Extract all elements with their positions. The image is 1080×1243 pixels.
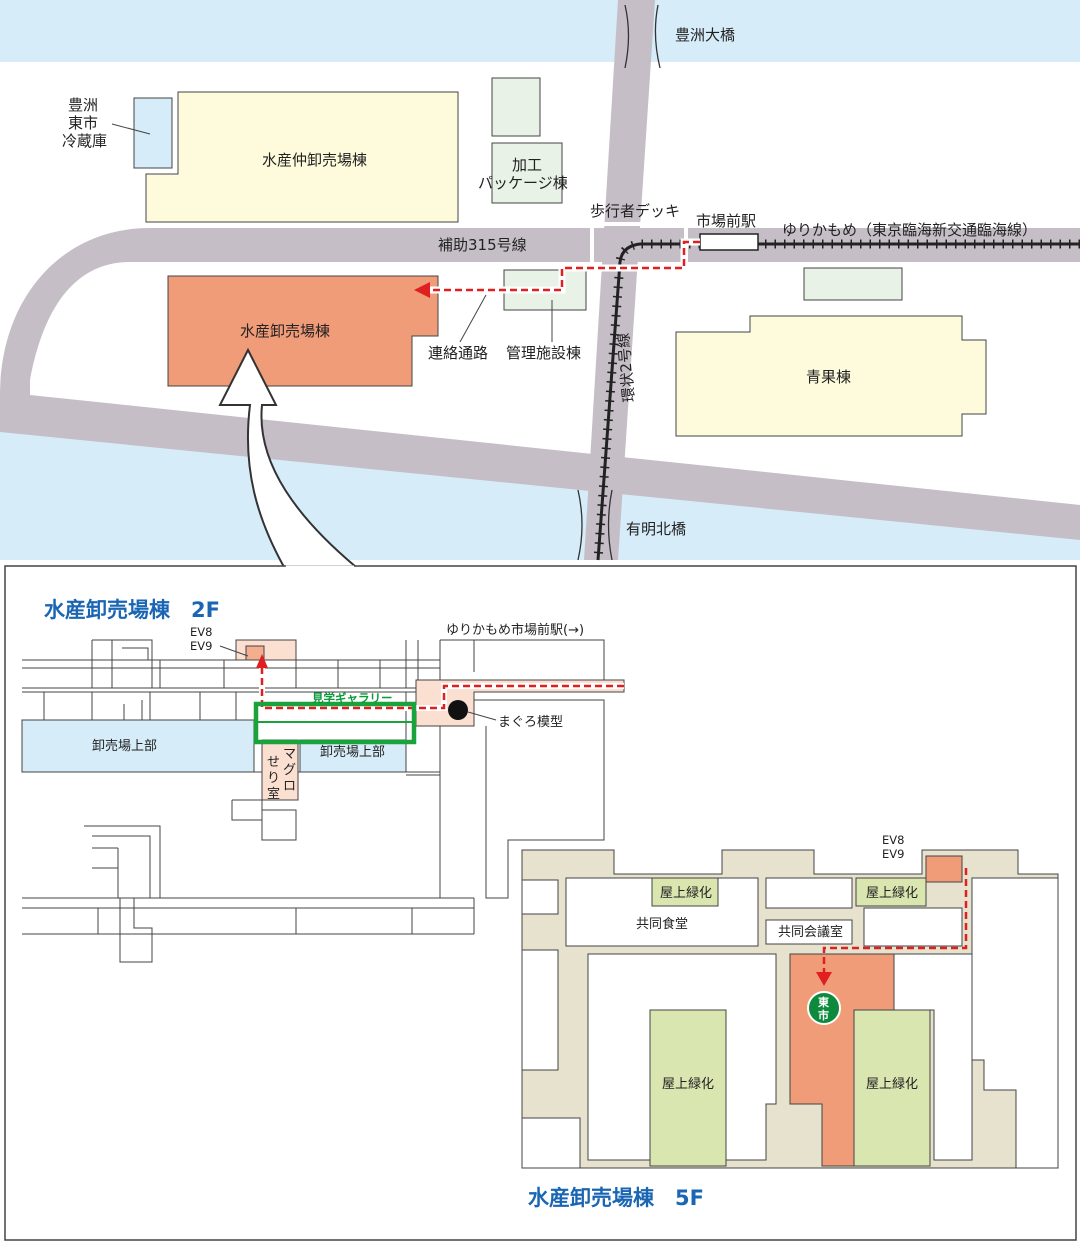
- leader-passage: [459, 294, 487, 343]
- label-rooftop-2: 屋上緑化: [866, 886, 918, 901]
- label-gallery: 見学ギャラリー: [311, 691, 393, 705]
- label-tuna-room-a1: マ: [283, 747, 296, 762]
- ev-5f: [925, 855, 963, 883]
- zoom-arrow: [218, 347, 359, 568]
- label-passage: 連絡通路: [428, 344, 488, 362]
- label-ring-road: 環状2号線: [614, 332, 638, 403]
- label-tuna-room-b1: せ: [267, 755, 280, 770]
- label-processing-1: 加工: [512, 156, 542, 174]
- upper-wholesale-left: [21, 719, 255, 773]
- route-2f-arrowhead: [256, 654, 268, 668]
- label-tuna-model: まぐろ模型: [498, 715, 563, 730]
- station-box: [699, 233, 759, 251]
- label-vegetable: 青果棟: [806, 368, 851, 386]
- label-5f-ev8: EV8: [882, 833, 904, 847]
- label-bridge-bottom: 有明北橋: [626, 520, 686, 538]
- label-cold-3: 冷蔵庫: [62, 132, 107, 150]
- label-upper-right: 卸売場上部: [320, 744, 385, 760]
- label-rooftop-4: 屋上緑化: [866, 1077, 918, 1092]
- route-2f: [260, 668, 624, 710]
- label-2f-ev8: EV8: [190, 625, 212, 639]
- small-building-2: [803, 267, 903, 301]
- label-meeting-room: 共同会議室: [778, 924, 843, 940]
- tohichi-badge: [807, 991, 841, 1025]
- leader-tuna: [467, 711, 497, 721]
- label-deck: 歩行者デッキ: [590, 202, 680, 220]
- site-map: 豊洲大橋 豊洲 東市 冷蔵庫 水産仲卸売場棟 加工 パッケージ棟 歩行者デッキ …: [0, 0, 1080, 568]
- route-top-arrowhead: [414, 282, 430, 298]
- label-cafeteria: 共同食堂: [636, 916, 688, 932]
- room-5f-1: [521, 879, 559, 915]
- label-processing-2: パッケージ棟: [478, 174, 568, 192]
- road-315: [0, 228, 1080, 540]
- vegetable-building: [675, 315, 987, 437]
- bridge-bottom-mark: [577, 489, 613, 561]
- leader-cold: [111, 123, 151, 135]
- label-tuna-room-a2: グ: [283, 763, 296, 778]
- title-5f: 水産卸売場棟 5F: [528, 1186, 704, 1210]
- tuna-auction-room: [261, 739, 299, 801]
- label-station: 市場前駅: [696, 212, 756, 230]
- label-rooftop-1: 屋上緑化: [660, 886, 712, 901]
- rooftop-green-2: [855, 877, 927, 907]
- label-5f-ev9: EV9: [882, 847, 904, 861]
- label-2f-ev9: EV9: [190, 639, 212, 653]
- ev-2f: [245, 645, 265, 661]
- floor-2f-plan: 水産卸売場棟 2F EV8 EV9 ゆりかもめ市場前駅(→) 見学ギャ: [21, 598, 625, 963]
- route-5f-arrowhead: [816, 972, 832, 986]
- label-yurikamome: ゆりかもめ（東京臨海新交通臨海線）: [782, 221, 1037, 239]
- tuna-model-dot: [448, 700, 468, 720]
- yurikamome-line: [596, 242, 1080, 561]
- plan2f-lower: [22, 775, 475, 963]
- water-top: [0, 0, 1080, 62]
- label-station-direction: ゆりかもめ市場前駅(→): [446, 622, 584, 638]
- ev-2f-block: [235, 639, 297, 661]
- label-wholesale: 水産卸売場棟: [240, 322, 330, 340]
- label-tuna-room-a3: ロ: [283, 779, 296, 794]
- small-building-1: [491, 77, 541, 137]
- label-road-315: 補助315号線: [438, 236, 527, 254]
- label-tuna-room-b3: 室: [267, 786, 280, 802]
- room-5f-2: [521, 949, 559, 1071]
- label-cold-1: 豊洲: [68, 96, 98, 114]
- label-intermediate: 水産仲卸売場棟: [262, 151, 367, 169]
- tohichi-badge-char2: 市: [818, 1008, 829, 1022]
- bridge-top-mark: [624, 4, 661, 69]
- label-cold-2: 東市: [68, 114, 98, 132]
- label-upper-left: 卸売場上部: [92, 738, 157, 754]
- label-bridge-top: 豊洲大橋: [675, 26, 735, 44]
- label-mgmt: 管理施設棟: [506, 344, 581, 362]
- tohichi-badge-char1: 東: [818, 995, 830, 1009]
- rooftop-green-1: [651, 877, 719, 907]
- room-5f-5: [765, 877, 853, 909]
- meeting-room: [765, 919, 853, 945]
- room-5f-6: [863, 907, 963, 947]
- title-2f: 水産卸売場棟 2F: [44, 598, 220, 622]
- cold-storage: [133, 97, 173, 169]
- floor-5f-plan: 東 市 EV8 EV9 屋上緑化 屋上緑化 屋上緑化 屋上緑化 共同食堂 共同会…: [521, 833, 1059, 1210]
- leader-ev-2f: [219, 645, 249, 657]
- intermediate-wholesale-building: [145, 91, 459, 223]
- route-5f: [822, 868, 968, 972]
- room-5f-7: [971, 877, 1059, 1169]
- processing-package-building: [491, 142, 563, 204]
- label-rooftop-3: 屋上緑化: [662, 1077, 714, 1092]
- room-5f-3: [521, 1117, 581, 1169]
- wholesale-building: [167, 275, 439, 387]
- label-tuna-room-b2: り: [267, 771, 280, 786]
- route-top-dashed: [428, 240, 700, 292]
- rooftop-green-3: [649, 1009, 727, 1167]
